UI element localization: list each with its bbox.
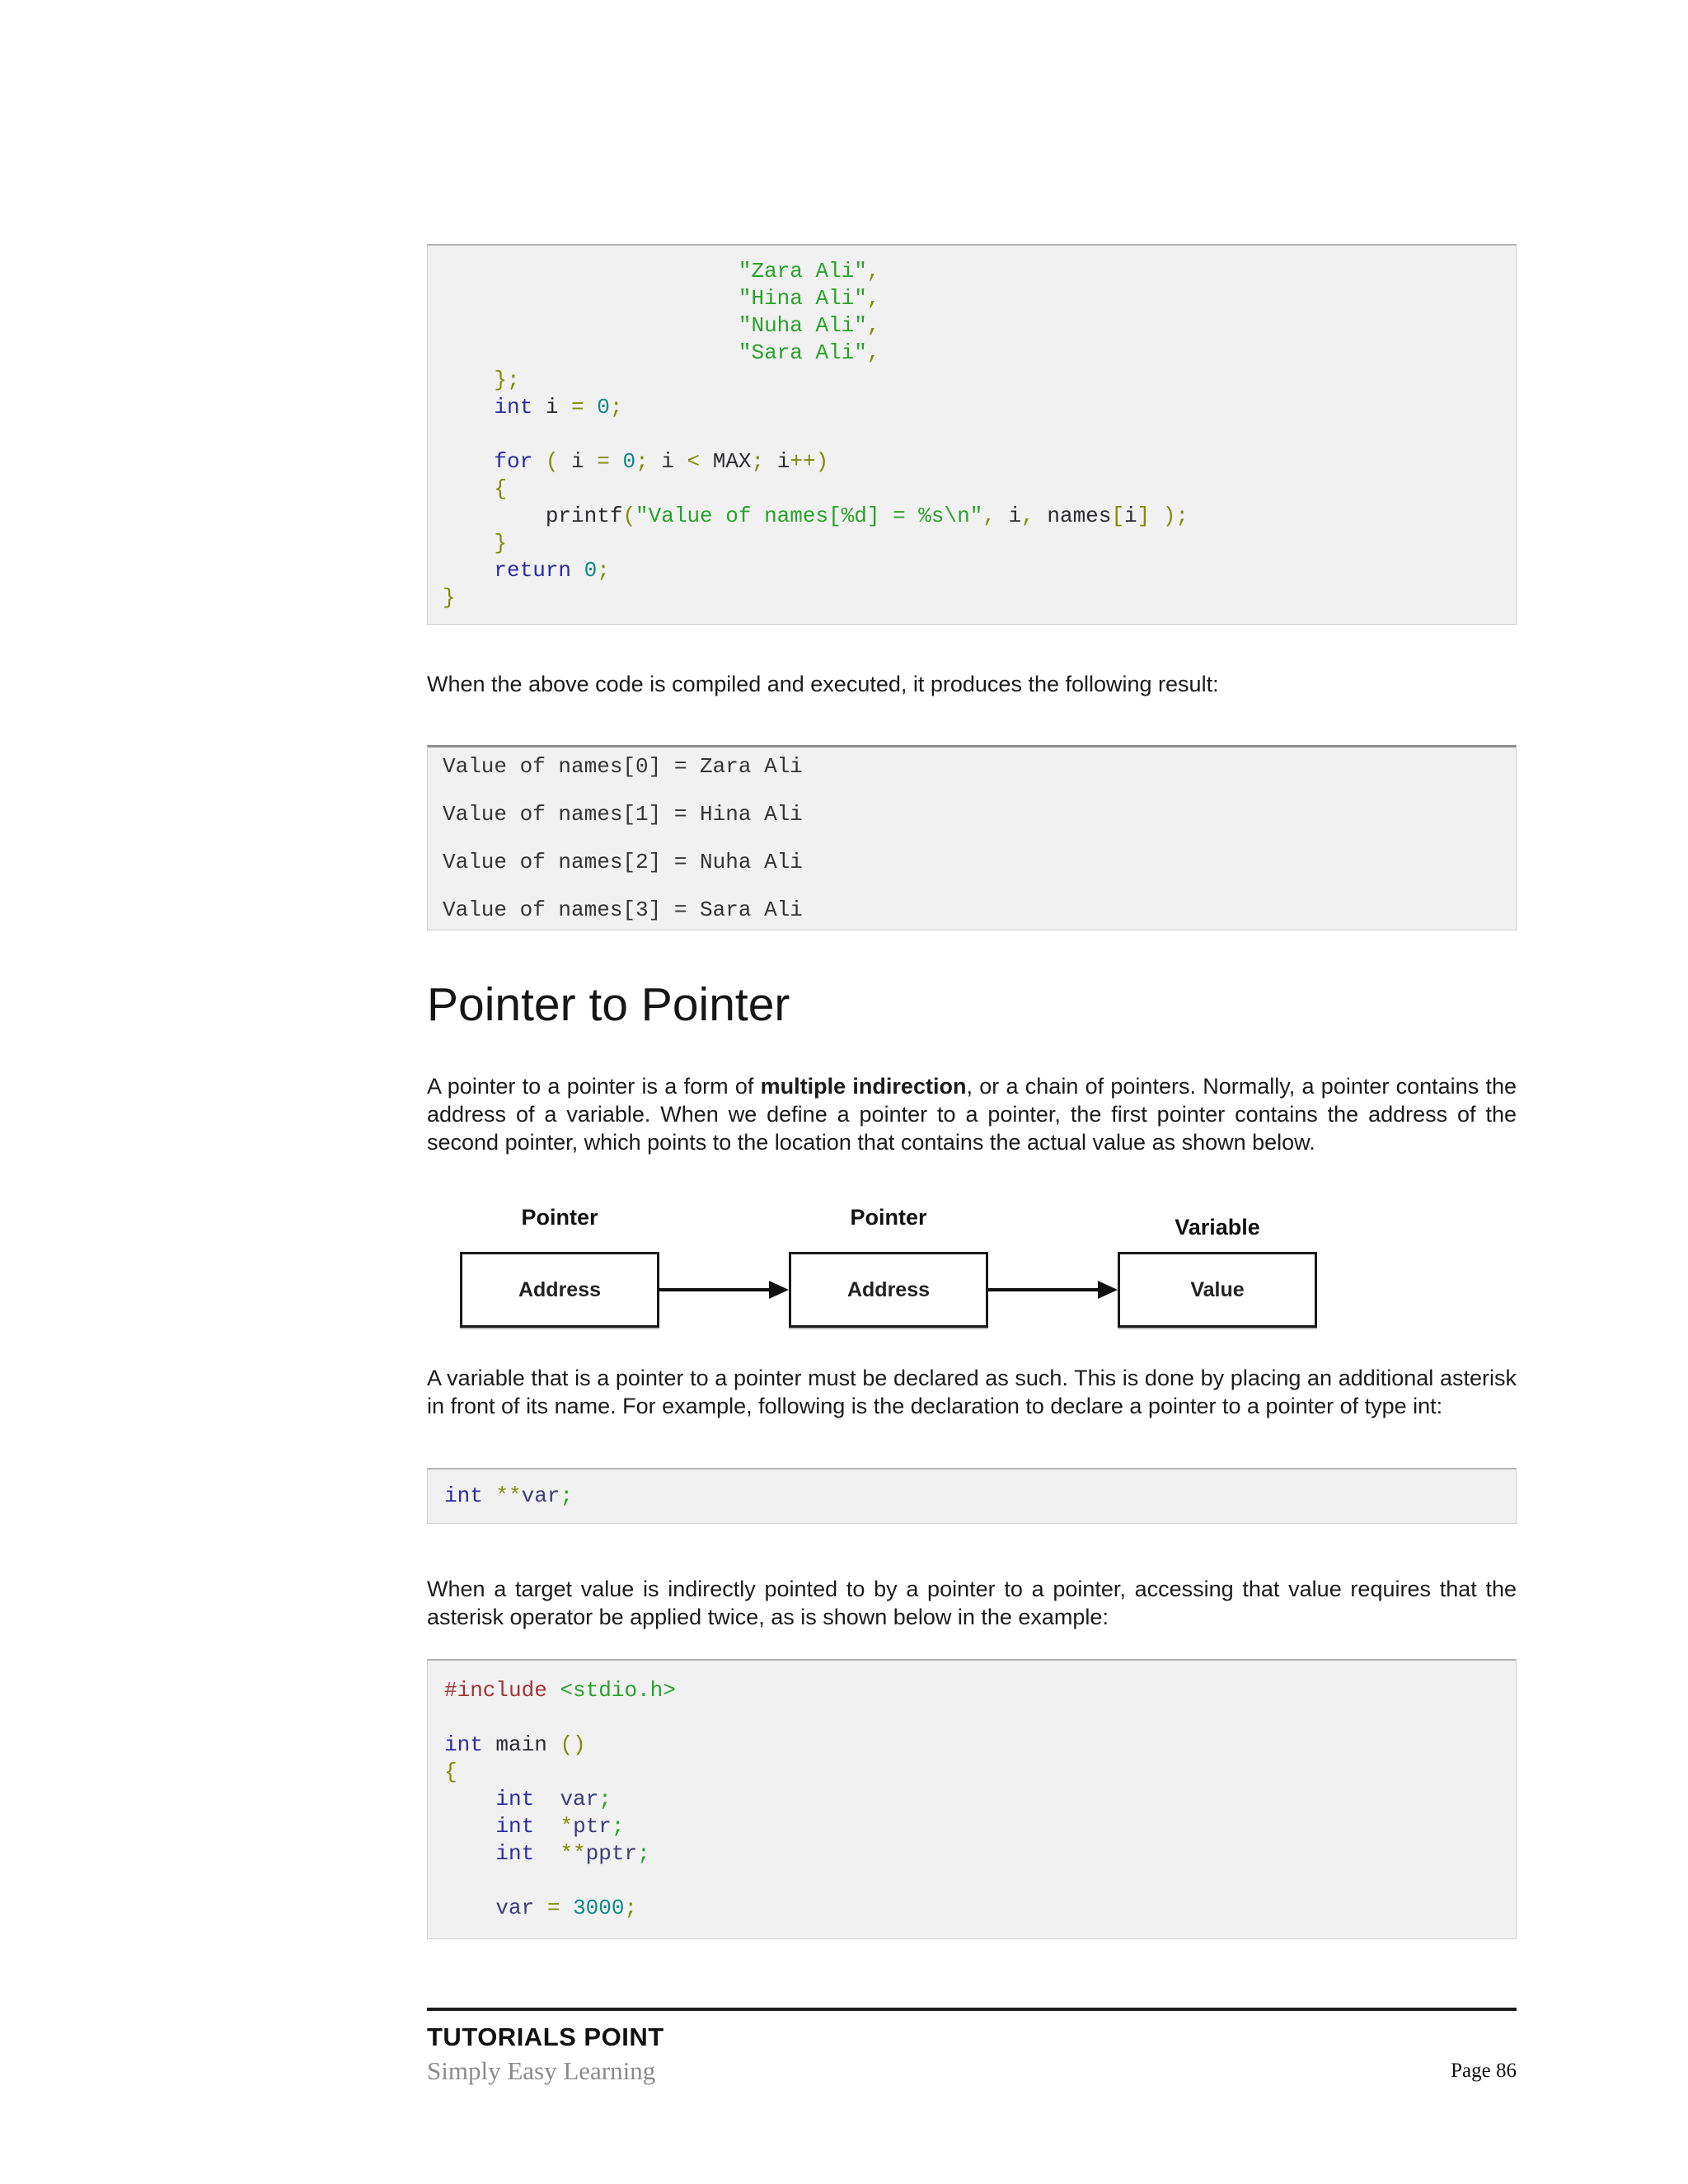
code-block-declaration: int **var;	[427, 1468, 1517, 1524]
node-label: Pointer	[521, 1205, 598, 1230]
paragraph-text: A pointer to a pointer is a form of	[427, 1074, 761, 1099]
diagram-node-pointer-1: Pointer Address	[460, 1205, 659, 1328]
footer-brand-block: TUTORIALS POINT Simply Easy Learning	[427, 2022, 664, 2086]
footer-tagline: Simply Easy Learning	[427, 2056, 656, 2085]
code-block-example: #include <stdio.h> int main () { int var…	[427, 1659, 1517, 1939]
page-number: Page 86	[1451, 2060, 1517, 2082]
paragraph-text: , or a chain of pointers. Normally, a po…	[427, 1074, 1517, 1155]
node-box: Value	[1118, 1252, 1317, 1328]
program-output-block: Value of names[0] = Zara Ali Value of na…	[427, 745, 1517, 930]
diagram-node-variable: Variable Value	[1118, 1215, 1317, 1328]
node-label: Variable	[1175, 1215, 1260, 1240]
arrow-shaft	[988, 1288, 1098, 1291]
diagram-node-pointer-2: Pointer Address	[789, 1205, 988, 1328]
paragraph-example-intro: When a target value is indirectly pointe…	[427, 1577, 1517, 1629]
arrow-right-icon	[988, 1281, 1118, 1299]
footer-divider	[427, 2008, 1517, 2011]
arrow-head-icon	[769, 1281, 789, 1299]
node-box: Address	[460, 1252, 659, 1328]
intro-text: When the above code is compiled and exec…	[427, 672, 1219, 696]
paragraph-multiple-indirection: A pointer to a pointer is a form of mult…	[427, 1072, 1517, 1156]
paragraph-declaration: A variable that is a pointer to a pointe…	[427, 1366, 1517, 1418]
node-label: Pointer	[850, 1205, 927, 1230]
arrow-shaft	[659, 1288, 769, 1291]
code-block-names-array: "Zara Ali", "Hina Ali", "Nuha Ali", "Sar…	[427, 244, 1517, 625]
footer: TUTORIALS POINT Simply Easy Learning Pag…	[427, 2022, 1517, 2086]
footer-brand: TUTORIALS POINT	[427, 2022, 664, 2051]
document-page: "Zara Ali", "Hina Ali", "Nuha Ali", "Sar…	[427, 0, 1517, 2086]
arrow-right-icon	[659, 1281, 789, 1299]
page-title: Pointer to Pointer	[427, 978, 790, 1031]
node-box: Address	[789, 1252, 988, 1328]
pointer-chain-diagram: Pointer Address Pointer Address Variable…	[460, 1202, 1517, 1328]
bold-term: multiple indirection	[760, 1074, 967, 1099]
arrow-head-icon	[1098, 1281, 1118, 1299]
